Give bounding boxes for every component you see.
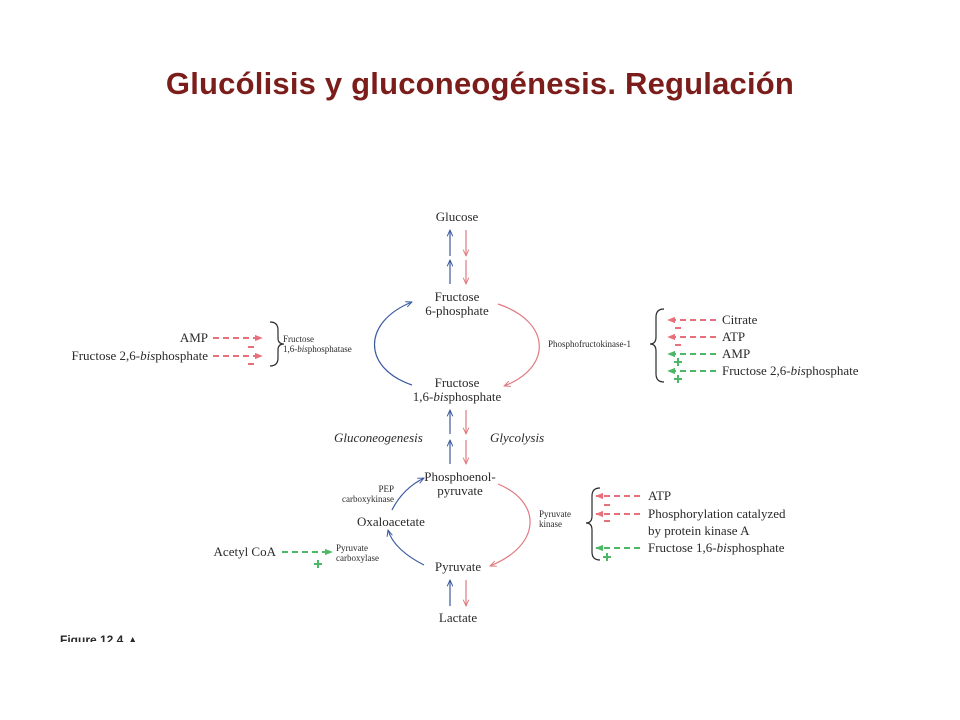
fbpase-curve [374,302,413,386]
pk-enzyme-label: Pyruvate kinase [539,509,571,529]
fbpase-bracket [269,321,285,367]
regulator-f26bp-fbpase: Fructose 2,6-bisphosphate [71,348,209,363]
pc-enzyme-label: Pyruvate carboxylase [336,543,379,563]
regulator-acetylcoa-pc: Acetyl CoA [213,544,276,559]
brackets [269,308,665,561]
pepck-enzyme-label: PEP carboxykinase [342,484,394,504]
regulator-pka-pk: by protein kinase A [648,523,750,538]
glucose-label: Glucose [435,209,479,224]
pk-curve [490,483,531,566]
regulator-amp-pfk1: AMP [722,346,751,361]
pc-curve [388,530,425,566]
regulator-atp-pfk1: ATP [722,329,746,344]
regulator-phosphorylation-pk: Phosphorylation catalyzed [648,506,786,521]
chain-arrows [450,230,466,606]
regulator-citrate-pfk1: Citrate [722,312,758,327]
regulator-amp-fbpase: AMP [179,330,208,345]
lactate-label: Lactate [438,610,478,625]
pfk1-curve [497,303,540,386]
effect-signs [248,327,682,568]
regulator-atp-pk: ATP [648,488,672,503]
figure-caption: Figure 12.4 ▲ [60,633,139,642]
regulator-f26bp-pfk1: Fructose 2,6-bisphosphate [722,363,859,378]
pepck-curve [391,478,424,511]
pyruvate-label: Pyruvate [434,559,482,574]
gluconeogenesis-label: Gluconeogenesis [334,430,423,445]
pfk1-enzyme-label: Phosphofructokinase-1 [548,339,631,349]
glycolysis-label: Glycolysis [490,430,545,445]
plus-sign [314,560,322,568]
f6p-label: Fructose 6-phosphate [425,289,489,318]
regulator-arrows [213,316,716,556]
pep-label: Phosphoenol- pyruvate [424,469,496,498]
bypass-arrows [374,302,540,566]
pfk1-bracket [649,308,665,383]
f16bp-label: Fructose 1,6-bisphosphate [412,375,502,404]
pk-bracket [585,487,601,561]
oxaloacetate-label: Oxaloacetate [357,514,425,529]
slide-title: Glucólisis y gluconeogénesis. Regulación [165,66,795,101]
fbpase-enzyme-label: Fructose 1,6-bisphosphatase [283,334,352,354]
plus-sign [603,553,611,561]
plus-sign [674,375,682,383]
plus-sign [674,358,682,366]
regulator-f16bp-pk: Fructose 1,6-bisphosphate [648,540,785,555]
